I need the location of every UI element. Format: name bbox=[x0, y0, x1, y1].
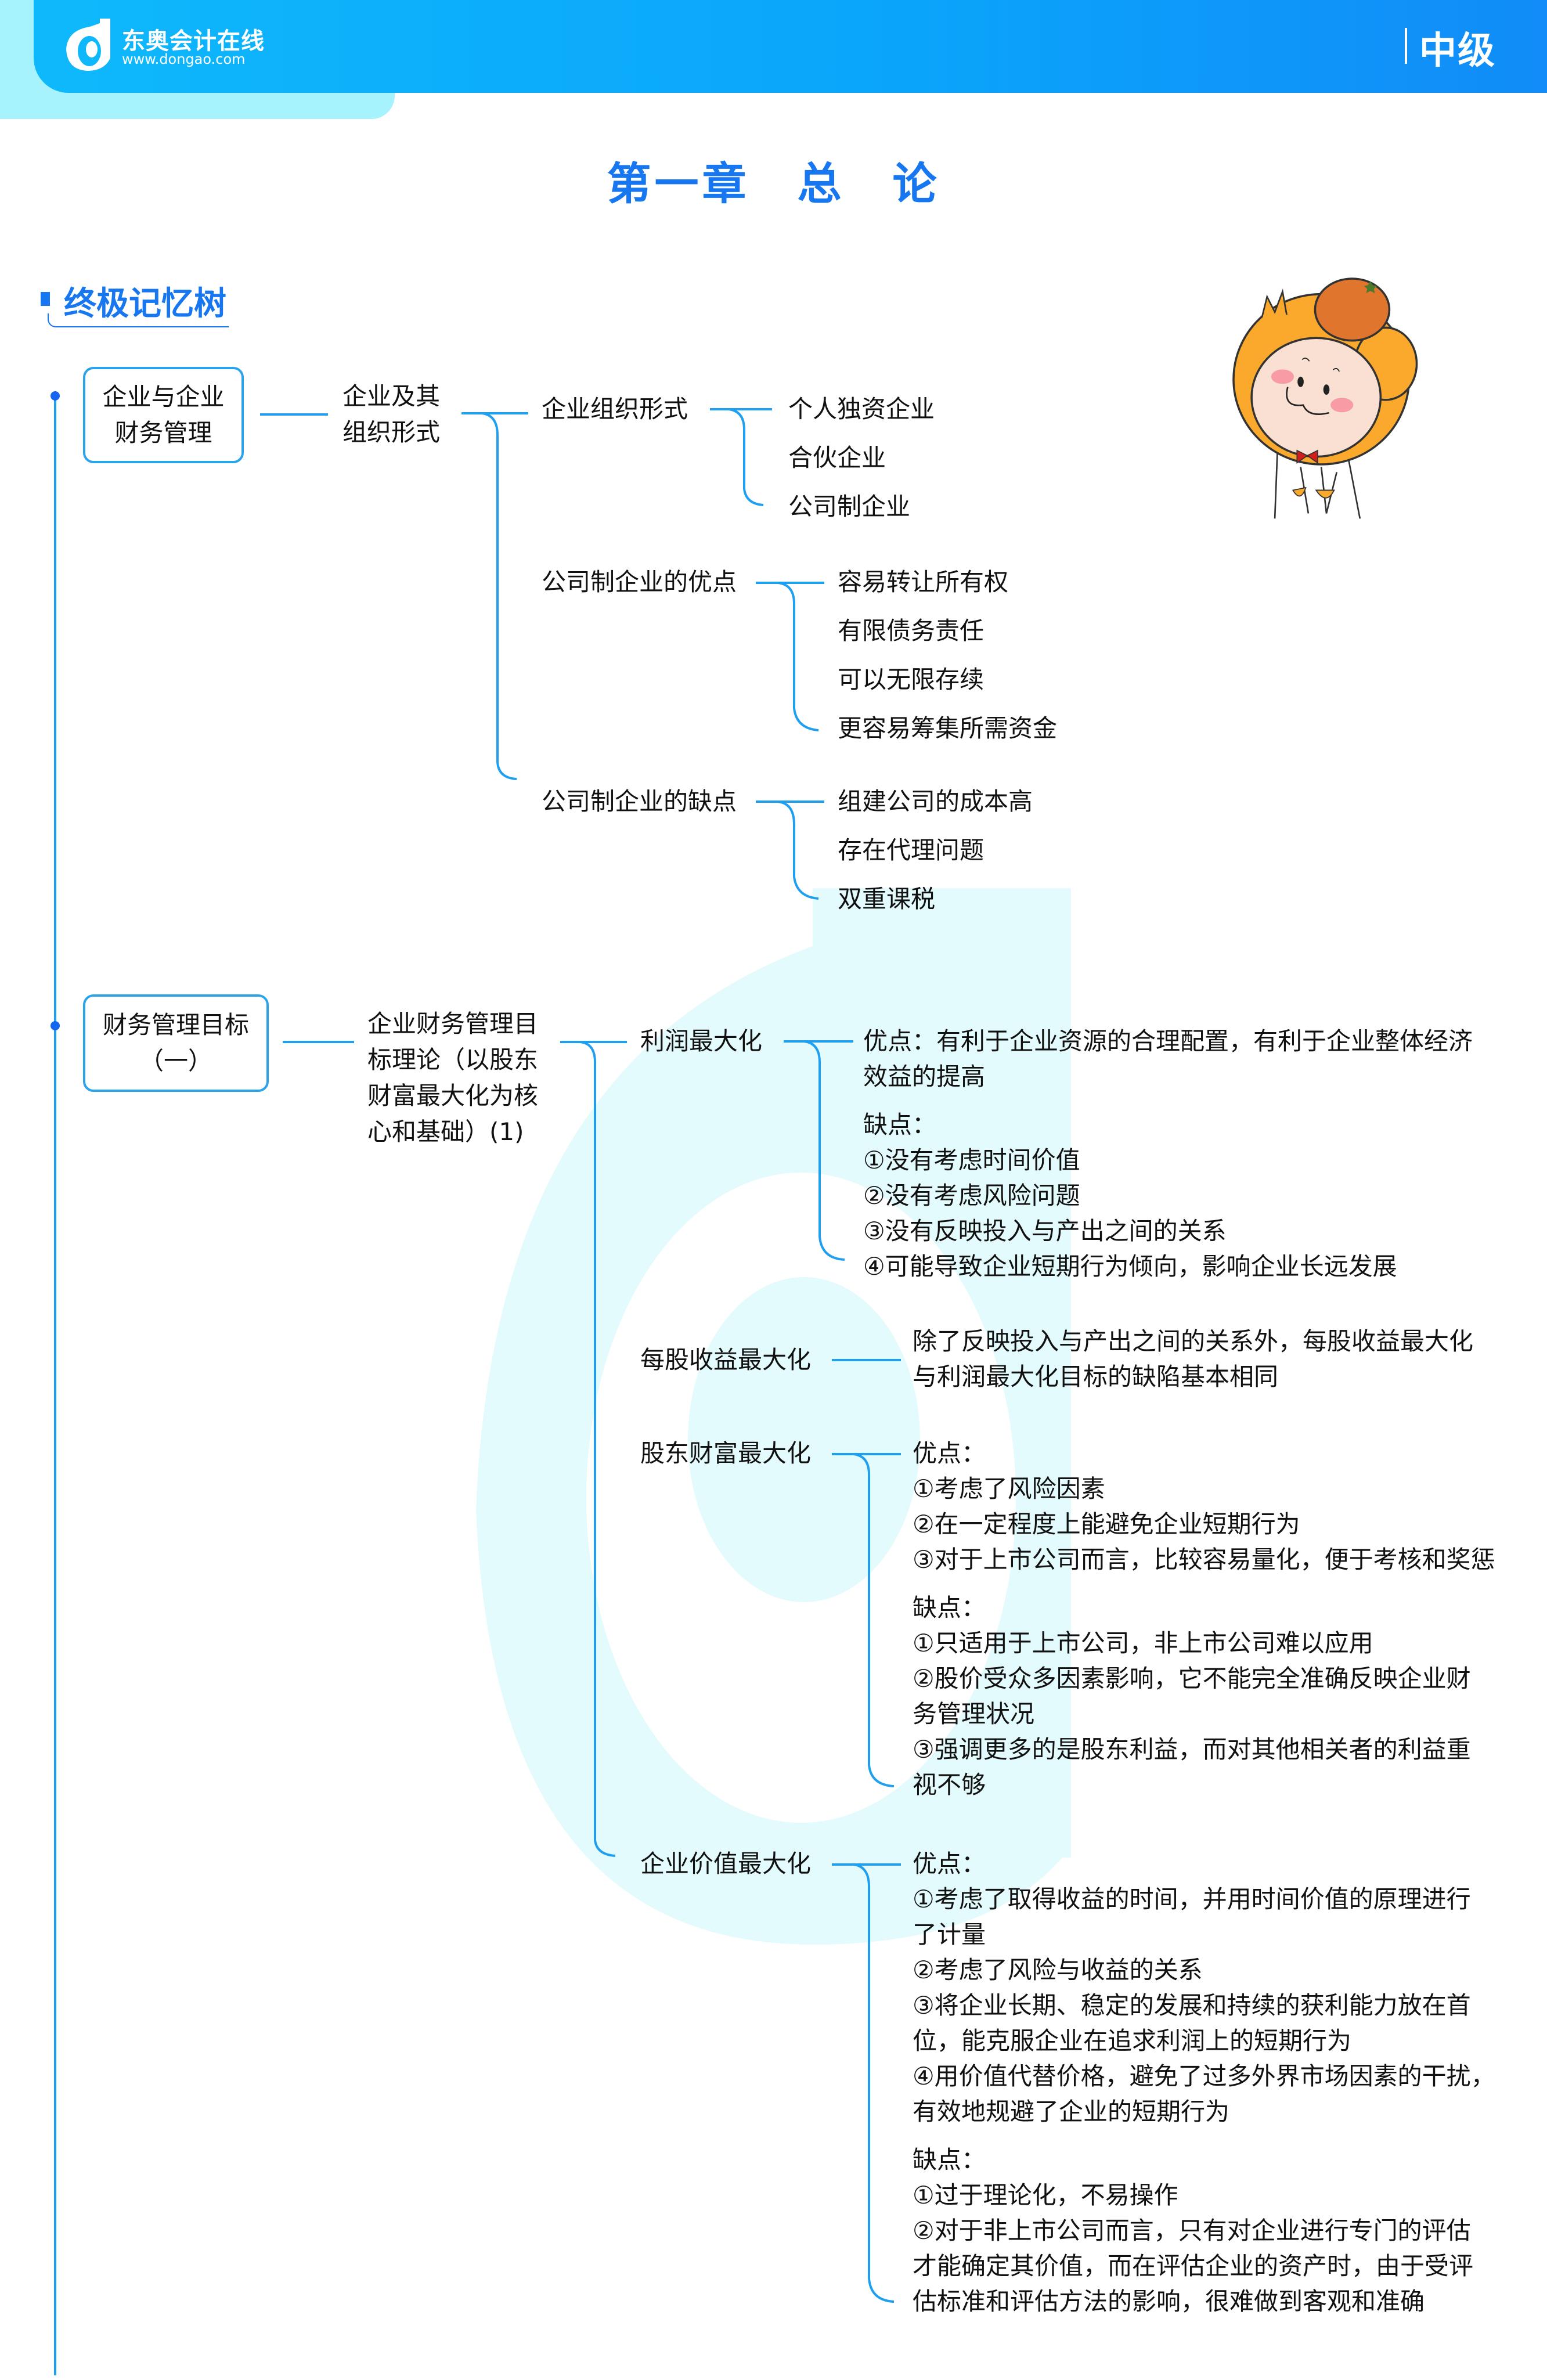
text-line: ①没有考虑时间价值 bbox=[863, 1146, 1080, 1174]
brand-url: www.dongao.com bbox=[122, 51, 246, 67]
root-node-fm-goals[interactable]: 财务管理目标 （一） bbox=[83, 994, 269, 1092]
text-line: ③没有反映投入与产出之间的关系 bbox=[863, 1217, 1227, 1245]
node-label-line: 企业财务管理目 bbox=[367, 1009, 539, 1038]
root-node-label-line: （一） bbox=[139, 1047, 212, 1075]
profit-max-details: 优点：有利于企业资源的合理配置，有利于企业整体经济 效益的提高 缺点： ①没有考… bbox=[863, 1023, 1473, 1284]
text-line: 才能确定其价值，而在评估企业的资产时，由于受评 bbox=[913, 2252, 1474, 2280]
brand-logo[interactable]: 东奥会计在线 www.dongao.com bbox=[64, 17, 264, 73]
level-badge: 中级 bbox=[1419, 30, 1496, 73]
pros-title: 优点： bbox=[913, 1439, 986, 1467]
tree-spine bbox=[54, 396, 56, 2375]
text-line: ②在一定程度上能避免企业短期行为 bbox=[913, 1510, 1300, 1538]
leaf-advantage-3: 可以无限存续 bbox=[838, 665, 985, 694]
node-label-line: 财富最大化为核 bbox=[367, 1081, 539, 1110]
text-line: 务管理状况 bbox=[913, 1700, 1035, 1728]
node-profit-max[interactable]: 利润最大化 bbox=[640, 1027, 763, 1055]
text-line: 除了反映投入与产出之间的关系外，每股收益最大化 bbox=[913, 1327, 1474, 1355]
text-line: ③对于上市公司而言，比较容易量化，便于考核和奖惩 bbox=[913, 1545, 1495, 1574]
eps-max-details: 除了反映投入与产出之间的关系外，每股收益最大化 与利润最大化目标的缺陷基本相同 bbox=[913, 1324, 1473, 1394]
text-line: ①只适用于上市公司，非上市公司难以应用 bbox=[913, 1629, 1373, 1657]
text-line: 优点：有利于企业资源的合理配置，有利于企业整体经济 bbox=[863, 1027, 1473, 1055]
shareholder-wealth-details: 优点： ①考虑了风险因素 ②在一定程度上能避免企业短期行为 ③对于上市公司而言，… bbox=[913, 1436, 1495, 1802]
node-goal-theory[interactable]: 企业财务管理目 标理论（以股东 财富最大化为核 心和基础）(1) bbox=[367, 1006, 538, 1150]
text-line: 位，能克服企业在追求利润上的短期行为 bbox=[913, 2026, 1352, 2055]
branch-dot-1 bbox=[51, 391, 60, 401]
pros-title: 优点： bbox=[913, 1849, 986, 1878]
text-line: ②没有考虑风险问题 bbox=[863, 1181, 1080, 1210]
leaf-sole-proprietorship: 个人独资企业 bbox=[788, 395, 935, 423]
section-title: 终极记忆树 bbox=[64, 285, 226, 323]
node-shareholder-wealth-max[interactable]: 股东财富最大化 bbox=[640, 1439, 812, 1467]
text-line: 有效地规避了企业的短期行为 bbox=[913, 2097, 1230, 2126]
leaf-advantage-4: 更容易筹集所需资金 bbox=[838, 714, 1058, 742]
orange-mascot-icon bbox=[1232, 277, 1418, 519]
brand-name: 东奥会计在线 bbox=[122, 28, 265, 55]
leaf-advantage-2: 有限债务责任 bbox=[838, 616, 985, 645]
node-enterprise-org-forms[interactable]: 企业及其 组织形式 bbox=[342, 378, 440, 450]
text-line: ④用价值代替价格，避免了过多外界市场因素的干扰， bbox=[913, 2062, 1495, 2090]
cons-title: 缺点： bbox=[863, 1110, 937, 1139]
leaf-disadvantage-2: 存在代理问题 bbox=[838, 836, 985, 864]
header-bar bbox=[34, 0, 1547, 93]
node-label-line: 企业及其 bbox=[342, 382, 441, 410]
leaf-advantage-1: 容易转让所有权 bbox=[838, 568, 1009, 596]
node-label-line: 标理论（以股东 bbox=[367, 1045, 539, 1074]
text-line: ①考虑了取得收益的时间，并用时间价值的原理进行 bbox=[913, 1885, 1471, 1913]
text-line: ③强调更多的是股东利益，而对其他相关者的利益重 bbox=[913, 1735, 1471, 1764]
leaf-corporation: 公司制企业 bbox=[788, 492, 911, 521]
leaf-disadvantage-3: 双重课税 bbox=[838, 885, 936, 913]
text-line: 估标准和评估方法的影响，很难做到客观和准确 bbox=[913, 2287, 1425, 2316]
cons-title: 缺点： bbox=[913, 1593, 986, 1622]
node-eps-max[interactable]: 每股收益最大化 bbox=[640, 1346, 812, 1374]
node-corp-advantages[interactable]: 公司制企业的优点 bbox=[542, 568, 737, 596]
chapter-title: 第一章 总 论 bbox=[607, 158, 940, 210]
dongao-logo-icon bbox=[66, 19, 110, 71]
text-line: ①过于理论化，不易操作 bbox=[913, 2181, 1178, 2209]
section-underline bbox=[48, 313, 229, 327]
text-line: ④可能导致企业短期行为倾向，影响企业长远发展 bbox=[863, 1252, 1397, 1281]
node-label-line: 心和基础）(1) bbox=[367, 1117, 524, 1146]
enterprise-value-details: 优点： ①考虑了取得收益的时间，并用时间价值的原理进行 了计量 ②考虑了风险与收… bbox=[913, 1846, 1495, 2319]
root-node-label-line: 财务管理目标 bbox=[102, 1011, 249, 1039]
branch-dot-2 bbox=[51, 1021, 60, 1030]
text-line: ①考虑了风险因素 bbox=[913, 1474, 1105, 1503]
root-node-enterprise[interactable]: 企业与企业 财务管理 bbox=[83, 367, 244, 463]
text-line: ②股价受众多因素影响，它不能完全准确反映企业财 bbox=[913, 1664, 1471, 1693]
text-line: ②考虑了风险与收益的关系 bbox=[913, 1956, 1203, 1984]
cons-title: 缺点： bbox=[913, 2145, 986, 2174]
node-corp-disadvantages[interactable]: 公司制企业的缺点 bbox=[542, 787, 737, 816]
leaf-partnership: 合伙企业 bbox=[788, 443, 886, 472]
node-label-line: 组织形式 bbox=[342, 418, 441, 446]
text-line: 效益的提高 bbox=[863, 1062, 986, 1091]
text-line: 了计量 bbox=[913, 1920, 986, 1949]
text-line: ③将企业长期、稳定的发展和持续的获利能力放在首 bbox=[913, 1991, 1471, 2020]
text-line: 与利润最大化目标的缺陷基本相同 bbox=[913, 1362, 1279, 1391]
root-node-label-line: 企业与企业 bbox=[102, 383, 225, 411]
node-enterprise-value-max[interactable]: 企业价值最大化 bbox=[640, 1849, 812, 1878]
leaf-disadvantage-1: 组建公司的成本高 bbox=[838, 787, 1033, 816]
text-line: ②对于非上市公司而言，只有对企业进行专门的评估 bbox=[913, 2216, 1471, 2245]
node-org-forms[interactable]: 企业组织形式 bbox=[542, 395, 688, 423]
section-marker-icon bbox=[41, 292, 50, 306]
level-divider bbox=[1405, 28, 1407, 64]
root-node-label-line: 财务管理 bbox=[114, 419, 212, 447]
text-line: 视不够 bbox=[913, 1770, 986, 1799]
